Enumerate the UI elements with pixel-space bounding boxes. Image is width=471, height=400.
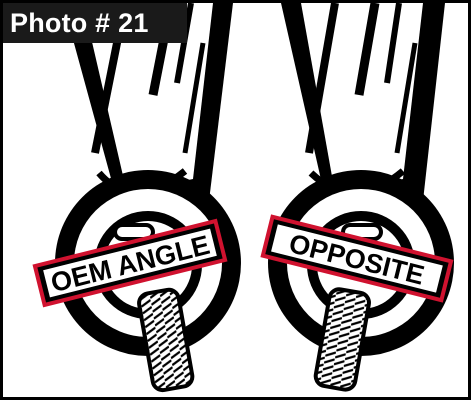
right-shock-body — [281, 3, 445, 215]
right-tag: OPPOSITE — [260, 214, 454, 303]
left-slot — [113, 223, 155, 241]
illustration: OEM ANGLE — [32, 3, 454, 393]
right-bolt — [313, 287, 371, 392]
photo-number-label: Photo # 21 — [3, 3, 187, 43]
left-bolt — [137, 287, 195, 393]
left-shock-body — [63, 3, 233, 215]
right-shock: OPPOSITE — [260, 3, 454, 392]
left-shock: OEM ANGLE — [32, 3, 241, 393]
